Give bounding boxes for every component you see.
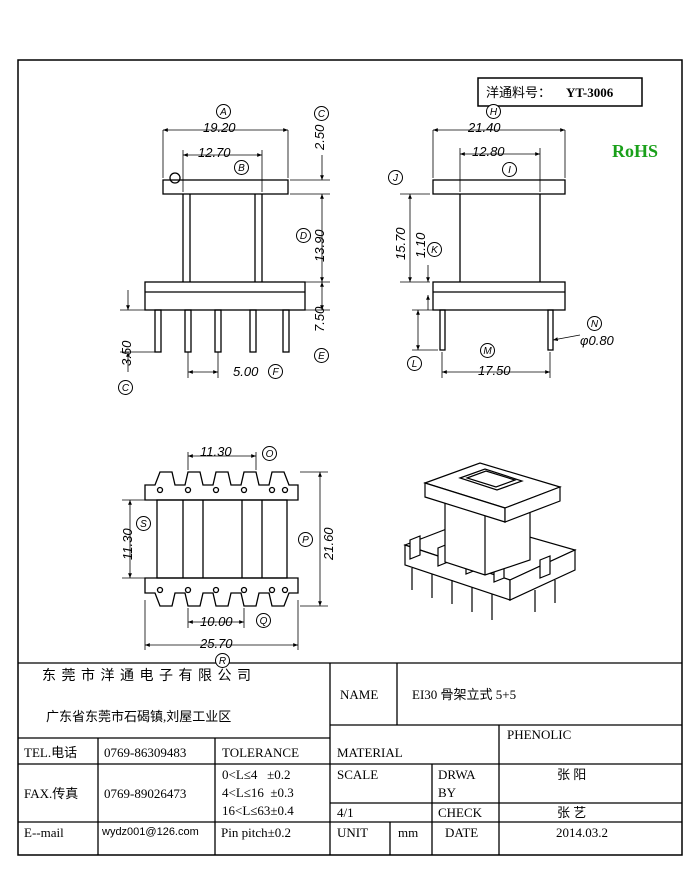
drawn-label-2: BY — [438, 785, 457, 800]
dim-i-value: 12.80 — [472, 144, 505, 159]
callout-c-left: C — [118, 380, 133, 395]
callout-e: E — [314, 348, 329, 363]
fax-value: 0769-89026473 — [104, 786, 187, 801]
dim-d-value: 13.90 — [312, 229, 327, 262]
unit-value: mm — [398, 825, 419, 840]
part-number-box — [477, 77, 643, 107]
scale-label: SCALE — [337, 767, 379, 782]
dim-c-left-value: 3.50 — [119, 340, 134, 366]
company-address: 广东省东莞市石碣镇,刘屋工业区 — [46, 709, 232, 724]
callout-s: S — [136, 516, 151, 531]
tolerance-range-2: 4<L≤16 ±0.3 — [222, 785, 294, 800]
rohs-mark: RoHS — [612, 141, 659, 161]
fax-label: FAX.传真 — [24, 786, 79, 801]
dim-p-value: 21.60 — [321, 527, 336, 560]
callout-n: N — [587, 316, 602, 331]
dim-a-value: 19.20 — [203, 120, 236, 135]
unit-label: UNIT — [337, 825, 369, 840]
callout-l: L — [407, 356, 422, 371]
material-value: PHENOLIC — [507, 727, 572, 742]
dim-s-value: 11.30 — [120, 528, 135, 560]
material-label: MATERIAL — [337, 745, 403, 760]
callout-o: O — [262, 446, 277, 461]
tel-value: 0769-86309483 — [104, 745, 187, 760]
dim-c-top-value: 2.50 — [312, 124, 327, 150]
callout-d: D — [296, 228, 311, 243]
check-value: 张 艺 — [557, 805, 587, 820]
callout-r: R — [215, 653, 230, 668]
callout-c-top: C — [314, 106, 329, 121]
callout-h: H — [486, 104, 501, 119]
name-label: NAME — [340, 687, 379, 702]
dim-q-value: 10.00 — [200, 614, 233, 629]
side-view — [120, 128, 330, 378]
email-label: E--mail — [24, 825, 64, 840]
callout-q: Q — [256, 613, 271, 628]
dim-n-value: φ0.80 — [580, 333, 614, 348]
email-value: wydz001@126.com — [102, 826, 199, 838]
tolerance-range-1: 0<L≤4 ±0.2 — [222, 767, 291, 782]
tolerance-label: TOLERANCE — [222, 745, 300, 760]
dim-o-value: 11.30 — [200, 444, 232, 459]
name-value: EI30 骨架立式 5+5 — [412, 687, 517, 702]
part-number-label: 洋通料号： — [486, 85, 552, 100]
scale-value: 4/1 — [337, 805, 354, 820]
dim-j-value: 15.70 — [393, 227, 408, 260]
bottom-view — [122, 452, 328, 650]
dim-k-value: 1.10 — [413, 232, 428, 258]
dim-h-value: 21.40 — [468, 120, 501, 135]
company-name: 东 莞 市 洋 通 电 子 有 限 公 司 — [42, 669, 252, 684]
check-label: CHECK — [438, 805, 483, 820]
tel-label: TEL.电话 — [24, 745, 78, 760]
part-number-value: YT-3006 — [566, 85, 614, 100]
tolerance-range-3: 16<L≤63±0.4 — [222, 803, 294, 818]
dim-m-value: 17.50 — [478, 363, 511, 378]
dim-r-value: 25.70 — [200, 636, 233, 651]
front-view — [400, 128, 581, 378]
date-label: DATE — [445, 825, 479, 840]
date-value: 2014.03.2 — [556, 825, 608, 840]
callout-f: F — [268, 364, 283, 379]
callout-p: P — [298, 532, 313, 547]
isometric-view — [403, 462, 577, 620]
dim-e-value: 7.50 — [312, 306, 327, 332]
callout-k: K — [427, 242, 442, 257]
drawn-value: 张 阳 — [557, 767, 587, 782]
dim-b-value: 12.70 — [198, 145, 231, 160]
pin-pitch: Pin pitch±0.2 — [221, 825, 291, 840]
callout-m: M — [480, 343, 495, 358]
title-block — [18, 662, 682, 855]
sheet-border — [17, 59, 683, 856]
callout-j: J — [388, 170, 403, 185]
callout-b: B — [234, 160, 249, 175]
callout-a: A — [216, 104, 231, 119]
dim-f-value: 5.00 — [233, 364, 259, 379]
callout-i: I — [502, 162, 517, 177]
drawn-label-1: DRWA — [438, 767, 476, 782]
